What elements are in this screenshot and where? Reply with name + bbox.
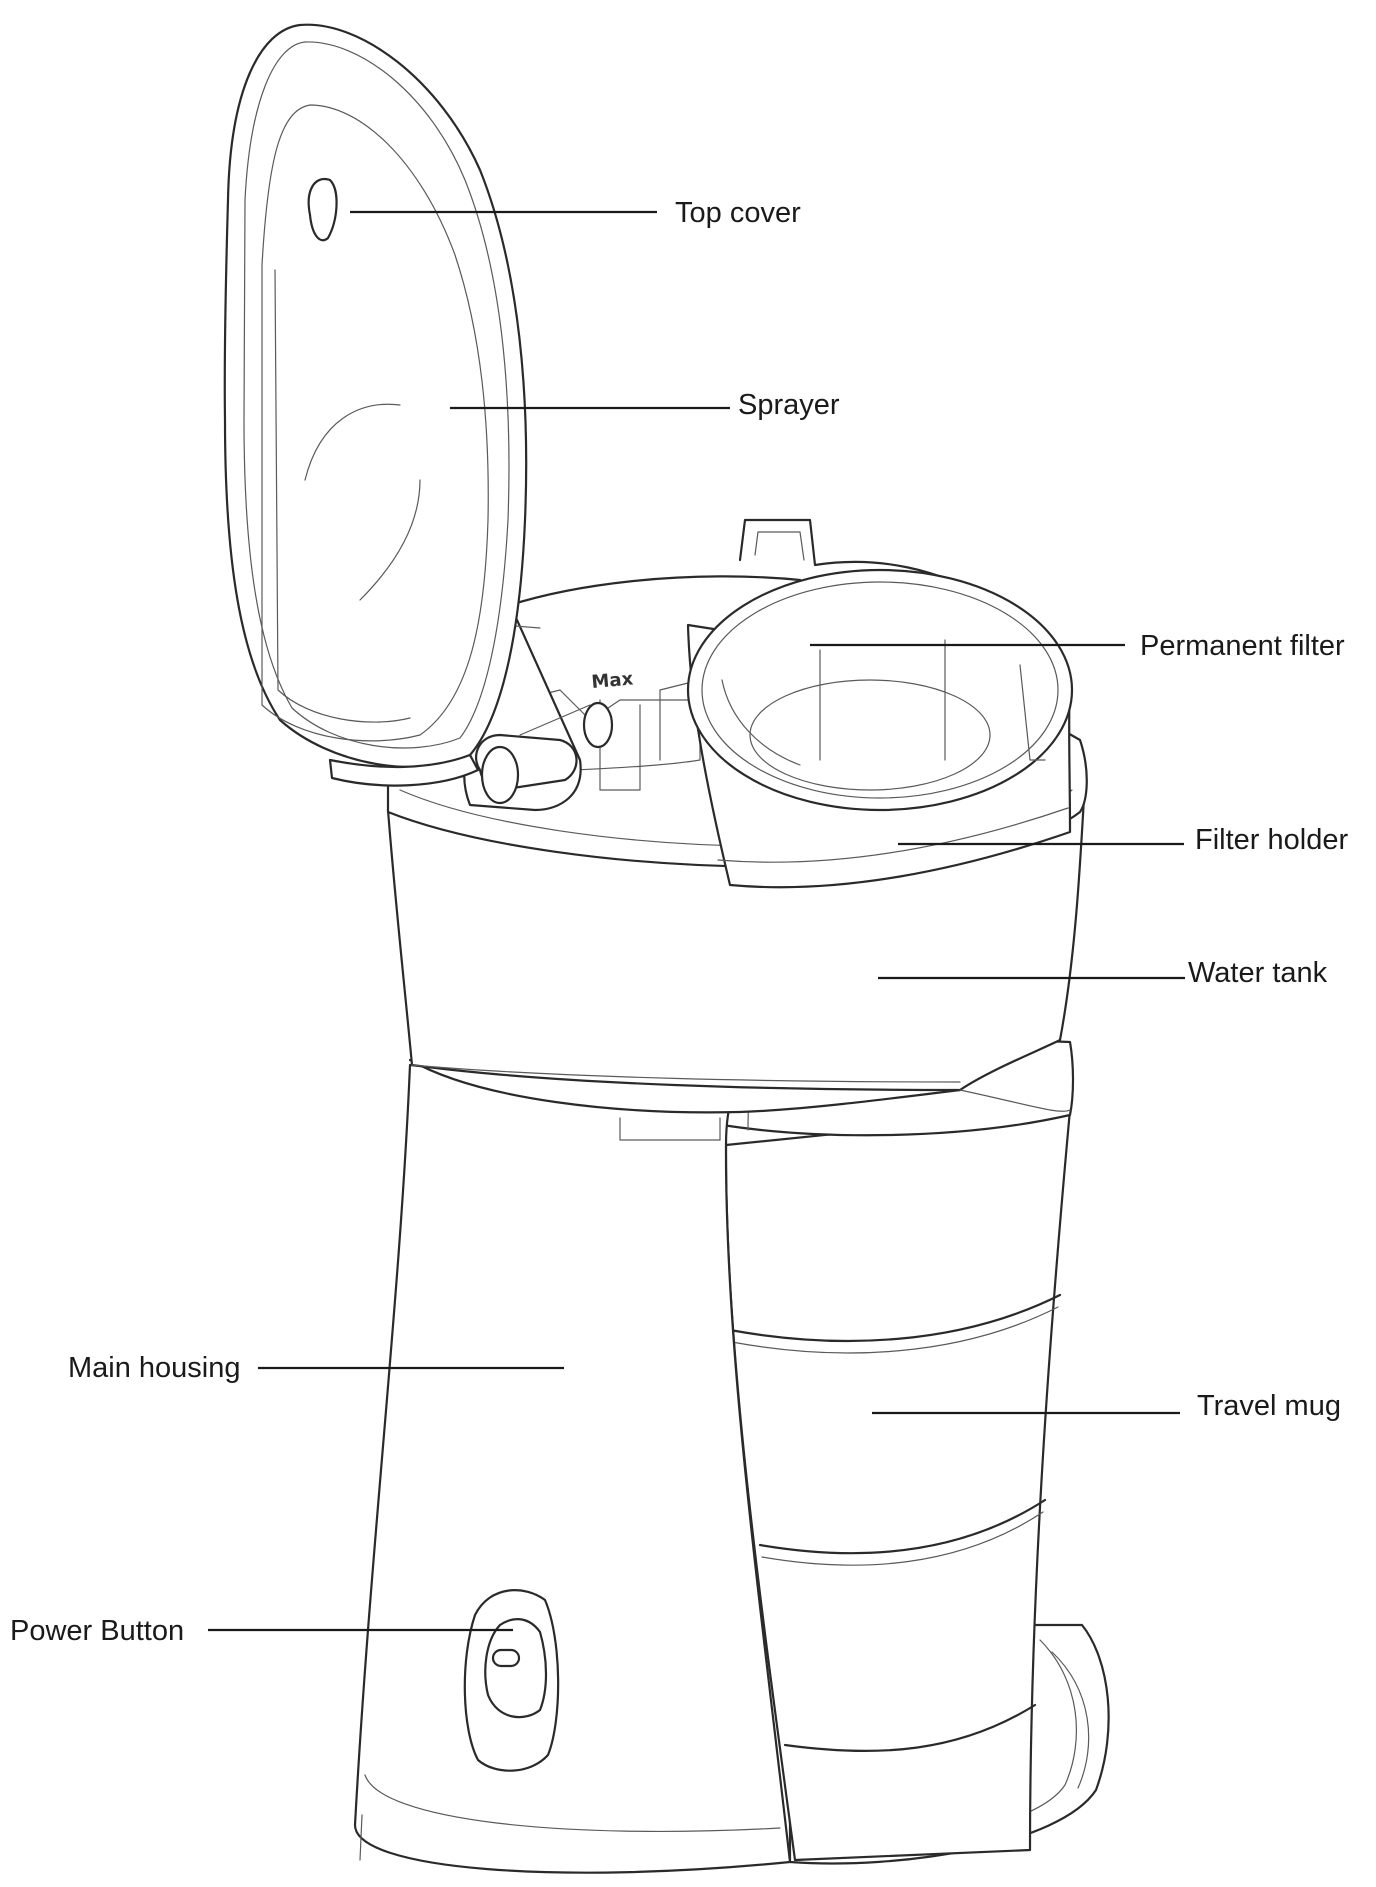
power-button[interactable] xyxy=(463,1589,560,1772)
label-filter-holder: Filter holder xyxy=(1195,824,1348,856)
top-cover[interactable] xyxy=(223,23,528,787)
label-top-cover: Top cover xyxy=(675,197,801,229)
label-permanent-filter: Permanent filter xyxy=(1140,630,1345,662)
callout-labels: Top cover Sprayer Permanent filter Filte… xyxy=(10,197,1348,1647)
leader-lines xyxy=(208,210,1185,1632)
permanent-filter[interactable] xyxy=(686,518,1074,812)
travel-mug xyxy=(720,1028,1110,1865)
label-travel-mug: Travel mug xyxy=(1197,1390,1341,1422)
max-marking: Max xyxy=(591,668,635,693)
label-sprayer: Sprayer xyxy=(738,389,840,421)
label-power-button: Power Button xyxy=(10,1615,184,1647)
label-main-housing: Main housing xyxy=(68,1352,241,1384)
label-water-tank: Water tank xyxy=(1188,957,1328,989)
